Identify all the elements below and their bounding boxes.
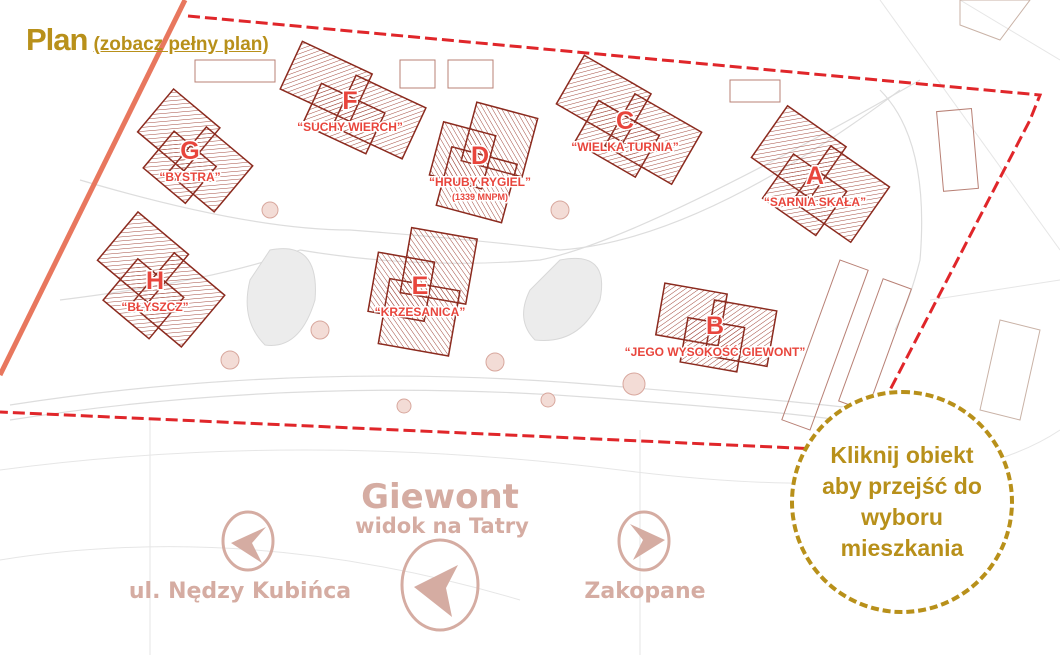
building-c[interactable]: C “WIELKA TURNIA” bbox=[544, 54, 705, 194]
building-letter: H bbox=[146, 267, 164, 295]
building-e[interactable]: E “KRZESANICA” bbox=[363, 223, 479, 358]
plan-title: Plan bbox=[26, 22, 88, 57]
compass-title: Giewont bbox=[361, 477, 519, 517]
arrow-right-button[interactable] bbox=[617, 510, 671, 572]
ponds bbox=[246, 248, 603, 346]
plot-boundary bbox=[0, 14, 1043, 452]
building-footprint bbox=[279, 40, 427, 160]
arrow-down-button[interactable] bbox=[400, 538, 480, 632]
building-letter: D bbox=[471, 142, 489, 170]
building-a[interactable]: A “SARNIA SKAŁA” bbox=[736, 104, 894, 254]
circle-icon bbox=[400, 538, 480, 632]
building-h[interactable]: H “BŁYSZCZ” bbox=[80, 210, 230, 358]
road-edge bbox=[0, 0, 188, 377]
building-name: “BŁYSZCZ” bbox=[121, 300, 188, 314]
circle-icon bbox=[617, 510, 671, 572]
building-f[interactable]: F “SUCHY WIERCH” bbox=[271, 40, 430, 168]
neighbour-buildings bbox=[959, 0, 1041, 421]
building-letter: E bbox=[412, 272, 429, 300]
building-name: “HRUBY RYGIEL” bbox=[429, 175, 531, 189]
building-d[interactable]: D “HRUBY RYGIEL” (1339 MNPM) bbox=[422, 95, 539, 225]
compass: Giewont widok na Tatry ul. Nędzy Kubińca… bbox=[129, 477, 706, 632]
building-letter: C bbox=[616, 107, 634, 135]
building-footprint bbox=[555, 54, 703, 186]
building-name: “SARNIA SKAŁA” bbox=[764, 195, 866, 209]
building-letter: B bbox=[706, 312, 724, 340]
building-footprint bbox=[654, 282, 778, 373]
building-name: “WIELKA TURNIA” bbox=[571, 140, 679, 154]
building-footprint bbox=[750, 104, 891, 244]
building-name: “BYSTRA” bbox=[159, 170, 220, 184]
direction-right-label: Zakopane bbox=[584, 579, 705, 604]
building-footprint bbox=[428, 101, 539, 224]
arrow-right-icon bbox=[630, 524, 665, 560]
building-name: “JEGO WYSOKOŚĆ GIEWONT” bbox=[625, 344, 806, 359]
building-g[interactable]: G “BYSTRA” bbox=[122, 87, 258, 221]
full-plan-link[interactable]: (zobacz pełny plan) bbox=[93, 34, 269, 55]
arrow-left-button[interactable] bbox=[221, 510, 275, 572]
building-name: “SUCHY WIERCH” bbox=[297, 120, 403, 134]
building-footprint bbox=[367, 226, 479, 357]
trees bbox=[220, 200, 646, 414]
building-name: “KRZESANICA” bbox=[375, 305, 466, 319]
building-footprint bbox=[96, 210, 226, 348]
building-footprint bbox=[136, 87, 254, 213]
arrow-left-icon bbox=[231, 527, 266, 563]
plan-header: Plan(zobacz pełny plan) bbox=[26, 22, 269, 58]
compass-subtitle: widok na Tatry bbox=[355, 514, 529, 538]
building-letter: F bbox=[342, 87, 357, 115]
building-letter: A bbox=[806, 162, 824, 190]
arrow-down-icon bbox=[414, 565, 458, 617]
building-b[interactable]: B “JEGO WYSOKOŚĆ GIEWONT” bbox=[623, 282, 807, 377]
circle-icon bbox=[221, 510, 275, 572]
cta-badge: Kliknij obiekt aby przejść do wyboru mie… bbox=[790, 390, 1014, 614]
building-altitude: (1339 MNPM) bbox=[452, 192, 508, 202]
building-letter: G bbox=[180, 137, 199, 165]
direction-left-label: ul. Nędzy Kubińca bbox=[129, 579, 351, 604]
